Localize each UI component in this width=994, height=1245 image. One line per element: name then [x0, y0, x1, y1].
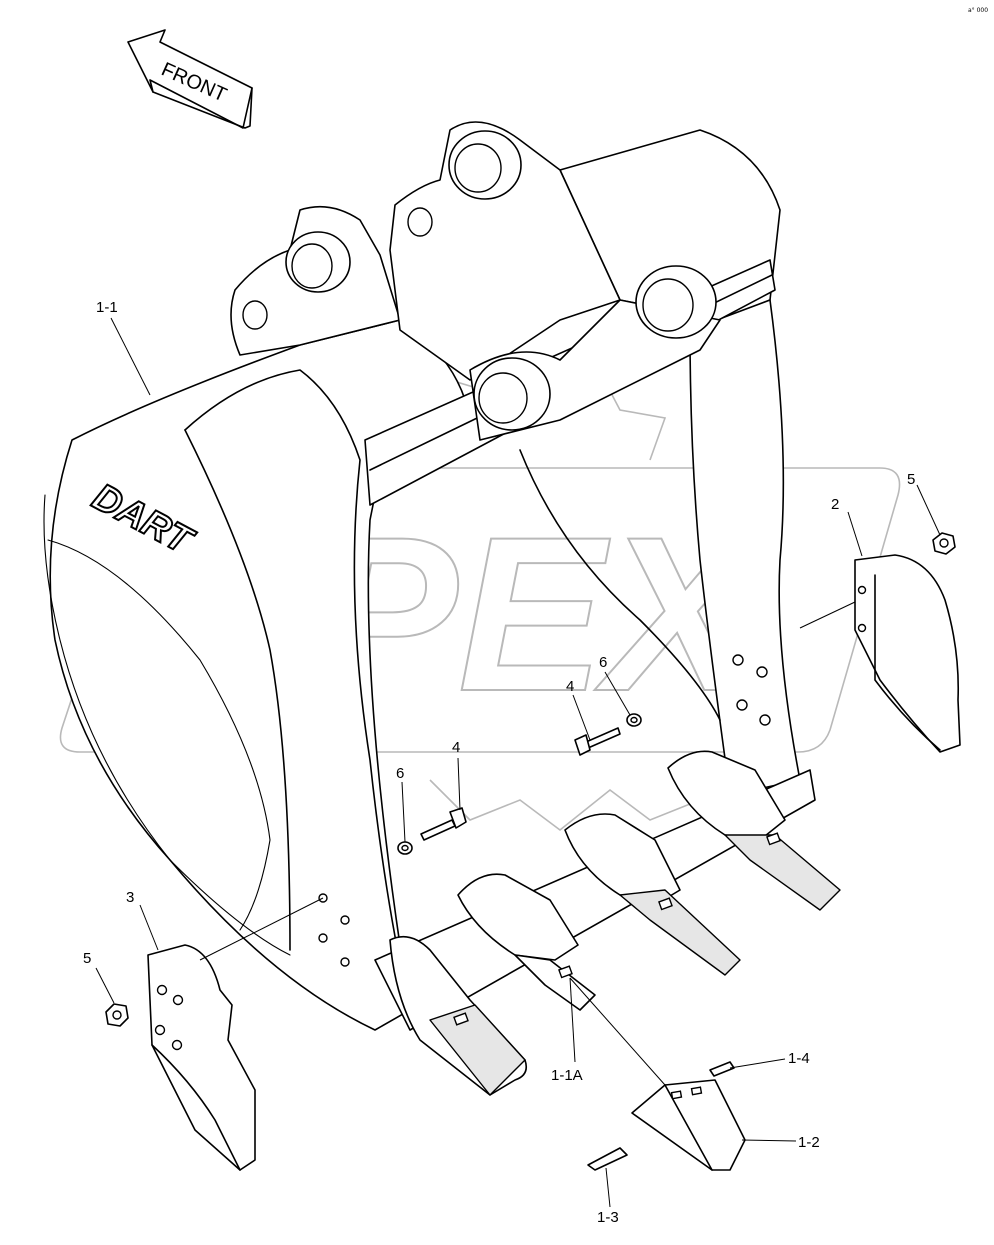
- washer-lower: [397, 841, 413, 855]
- front-direction-arrow: FRONT: [127, 29, 253, 129]
- bolt-upper: [574, 727, 621, 756]
- side-cutter-left: [147, 944, 256, 1171]
- mounted-teeth: [389, 750, 841, 1096]
- washer-upper: [626, 713, 642, 727]
- corner-mark: a° 000: [968, 7, 988, 14]
- tooth-point-loose: [631, 1079, 746, 1171]
- callout-2: 2: [831, 496, 839, 513]
- retainer-lock: [709, 1061, 735, 1077]
- retainer-pin: [587, 1147, 628, 1171]
- side-cutter-right: [854, 554, 961, 753]
- bolt-lower: [420, 807, 467, 841]
- nut-right: [932, 532, 956, 555]
- leader-lines: [95, 317, 941, 1208]
- callout-4-lower: 4: [452, 739, 460, 756]
- callout-6-lower: 6: [396, 765, 404, 782]
- callout-4-upper: 4: [566, 678, 574, 695]
- callout-1-1a: 1-1A: [551, 1067, 583, 1084]
- callout-3: 3: [126, 889, 134, 906]
- bucket-body: DART: [43, 121, 816, 1031]
- callout-labels: 1-1 2 5 3 5 4 6 4 6 1-1A 1-4 1-2 1-3: [83, 299, 915, 1226]
- callout-5-right: 5: [907, 471, 915, 488]
- callout-1-1: 1-1: [96, 299, 118, 316]
- callout-1-2: 1-2: [798, 1134, 820, 1151]
- callout-1-4: 1-4: [788, 1050, 810, 1067]
- callout-1-3: 1-3: [597, 1209, 619, 1226]
- nut-left: [105, 1003, 129, 1027]
- callout-5-left: 5: [83, 950, 91, 967]
- callout-6-upper: 6: [599, 654, 607, 671]
